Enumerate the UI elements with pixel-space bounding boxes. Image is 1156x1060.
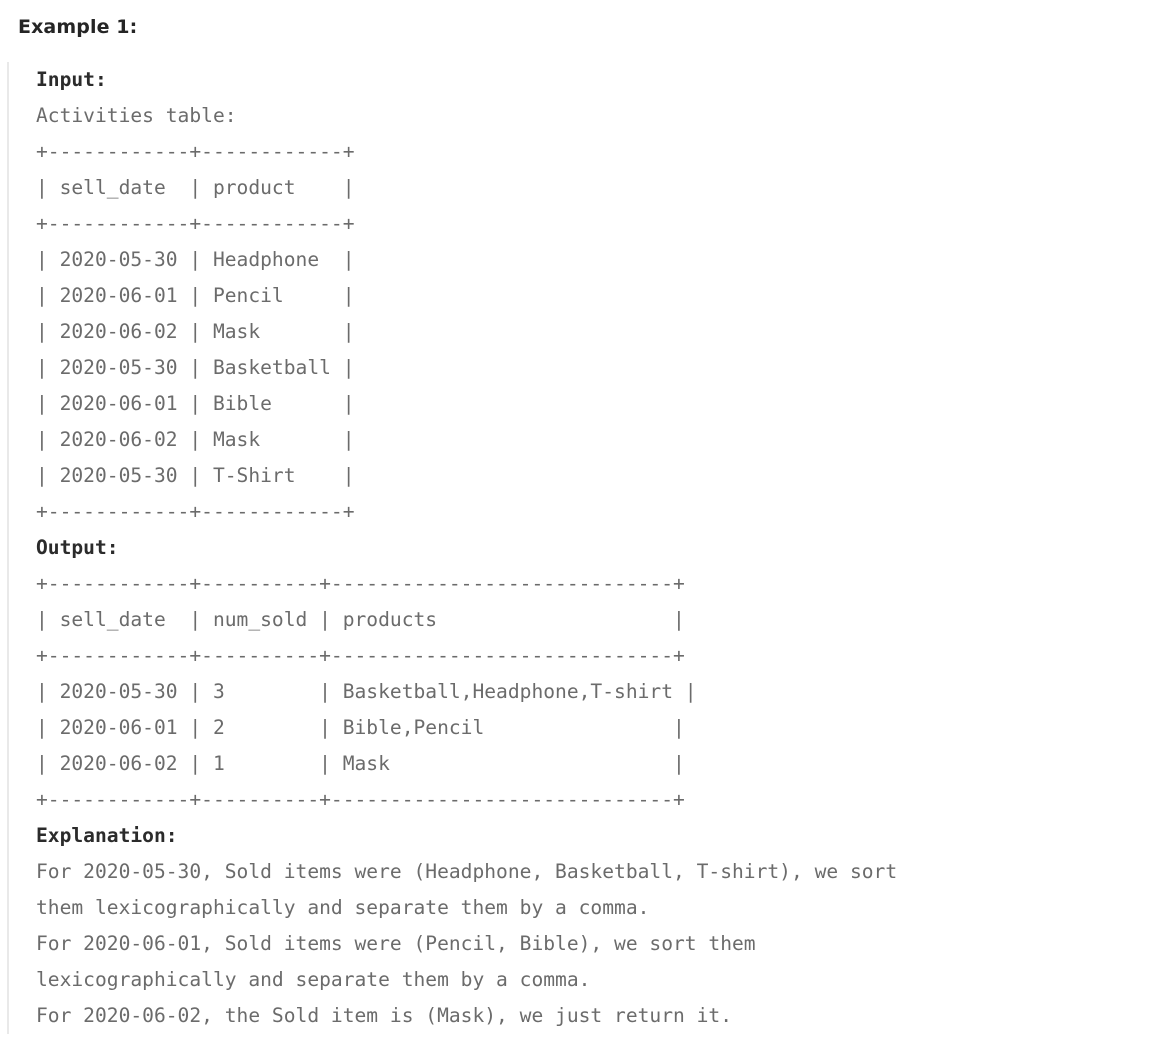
output-table: +------------+----------+---------------… [36, 572, 697, 811]
example-content-block: Input: Activities table: +------------+-… [7, 62, 1156, 1034]
input-table-caption: Activities table: [36, 104, 237, 127]
input-table: +------------+------------+ | sell_date … [36, 140, 355, 523]
input-label: Input: [36, 68, 107, 91]
output-label: Output: [36, 536, 119, 559]
example-heading: Example 1: [18, 16, 138, 38]
explanation-label: Explanation: [36, 824, 178, 847]
explanation-text: For 2020-05-30, Sold items were (Headpho… [36, 860, 898, 1027]
